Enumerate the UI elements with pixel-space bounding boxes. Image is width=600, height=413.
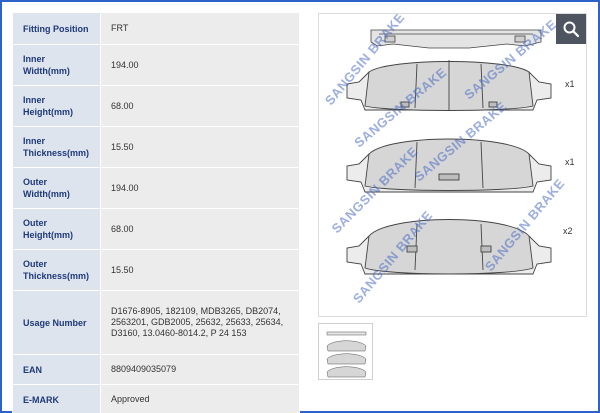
spec-row-ean: EAN 8809409035079	[12, 354, 300, 385]
spec-row-inner-thickness: Inner Thickness(mm) 15.50	[12, 126, 300, 168]
spec-value: 194.00	[100, 167, 300, 209]
spec-value: Approved	[100, 384, 300, 413]
spec-value: 8809409035079	[100, 354, 300, 385]
brake-pad-3-shape	[346, 219, 552, 275]
spec-row-inner-height: Inner Height(mm) 68.00	[12, 85, 300, 127]
spec-label: Inner Thickness(mm)	[12, 126, 101, 168]
spec-row-inner-width: Inner Width(mm) 194.00	[12, 44, 300, 86]
spec-value: FRT	[100, 12, 300, 45]
spec-row-outer-thickness: Outer Thickness(mm) 15.50	[12, 249, 300, 291]
spec-label: Usage Number	[12, 290, 101, 355]
spec-value: 194.00	[100, 44, 300, 86]
brake-pad-drawing: x1 x1 x2 SANGSIN BRAKE SANGSIN BRAKE SAN…	[322, 14, 575, 306]
spec-row-e-mark: E-MARK Approved	[12, 384, 300, 413]
spec-row-outer-width: Outer Width(mm) 194.00	[12, 167, 300, 209]
spec-label: E-MARK	[12, 384, 101, 413]
wear-clip-shape	[370, 29, 542, 49]
pad-quantity-2: x1	[565, 157, 575, 167]
spec-label: Inner Height(mm)	[12, 85, 101, 127]
product-image-viewer[interactable]: x1 x1 x2 SANGSIN BRAKE SANGSIN BRAKE SAN…	[318, 13, 587, 317]
spec-value: 15.50	[100, 126, 300, 168]
pad-quantity-3: x2	[563, 226, 573, 236]
spec-row-usage-number: Usage Number D1676-8905, 182109, MDB3265…	[12, 290, 300, 355]
spec-table: Fitting Position FRT Inner Width(mm) 194…	[12, 12, 300, 413]
spec-label: Outer Width(mm)	[12, 167, 101, 209]
brake-pad-2-shape	[346, 138, 552, 193]
spec-row-outer-height: Outer Height(mm) 68.00	[12, 208, 300, 250]
brake-pad-1-shape	[346, 60, 552, 111]
spec-label: Fitting Position	[12, 12, 101, 45]
spec-value: 68.00	[100, 208, 300, 250]
product-thumbnail[interactable]	[318, 323, 373, 380]
spec-value: 68.00	[100, 85, 300, 127]
spec-label: EAN	[12, 354, 101, 385]
spec-label: Outer Thickness(mm)	[12, 249, 101, 291]
spec-label: Inner Width(mm)	[12, 44, 101, 86]
spec-value: 15.50	[100, 249, 300, 291]
thumbnail-drawing	[326, 331, 367, 378]
spec-row-fitting-position: Fitting Position FRT	[12, 12, 300, 45]
spec-value: D1676-8905, 182109, MDB3265, DB2074, 256…	[100, 290, 300, 355]
spec-label: Outer Height(mm)	[12, 208, 101, 250]
pad-quantity-1: x1	[565, 79, 575, 89]
search-icon	[563, 21, 580, 38]
zoom-button[interactable]	[556, 14, 586, 44]
